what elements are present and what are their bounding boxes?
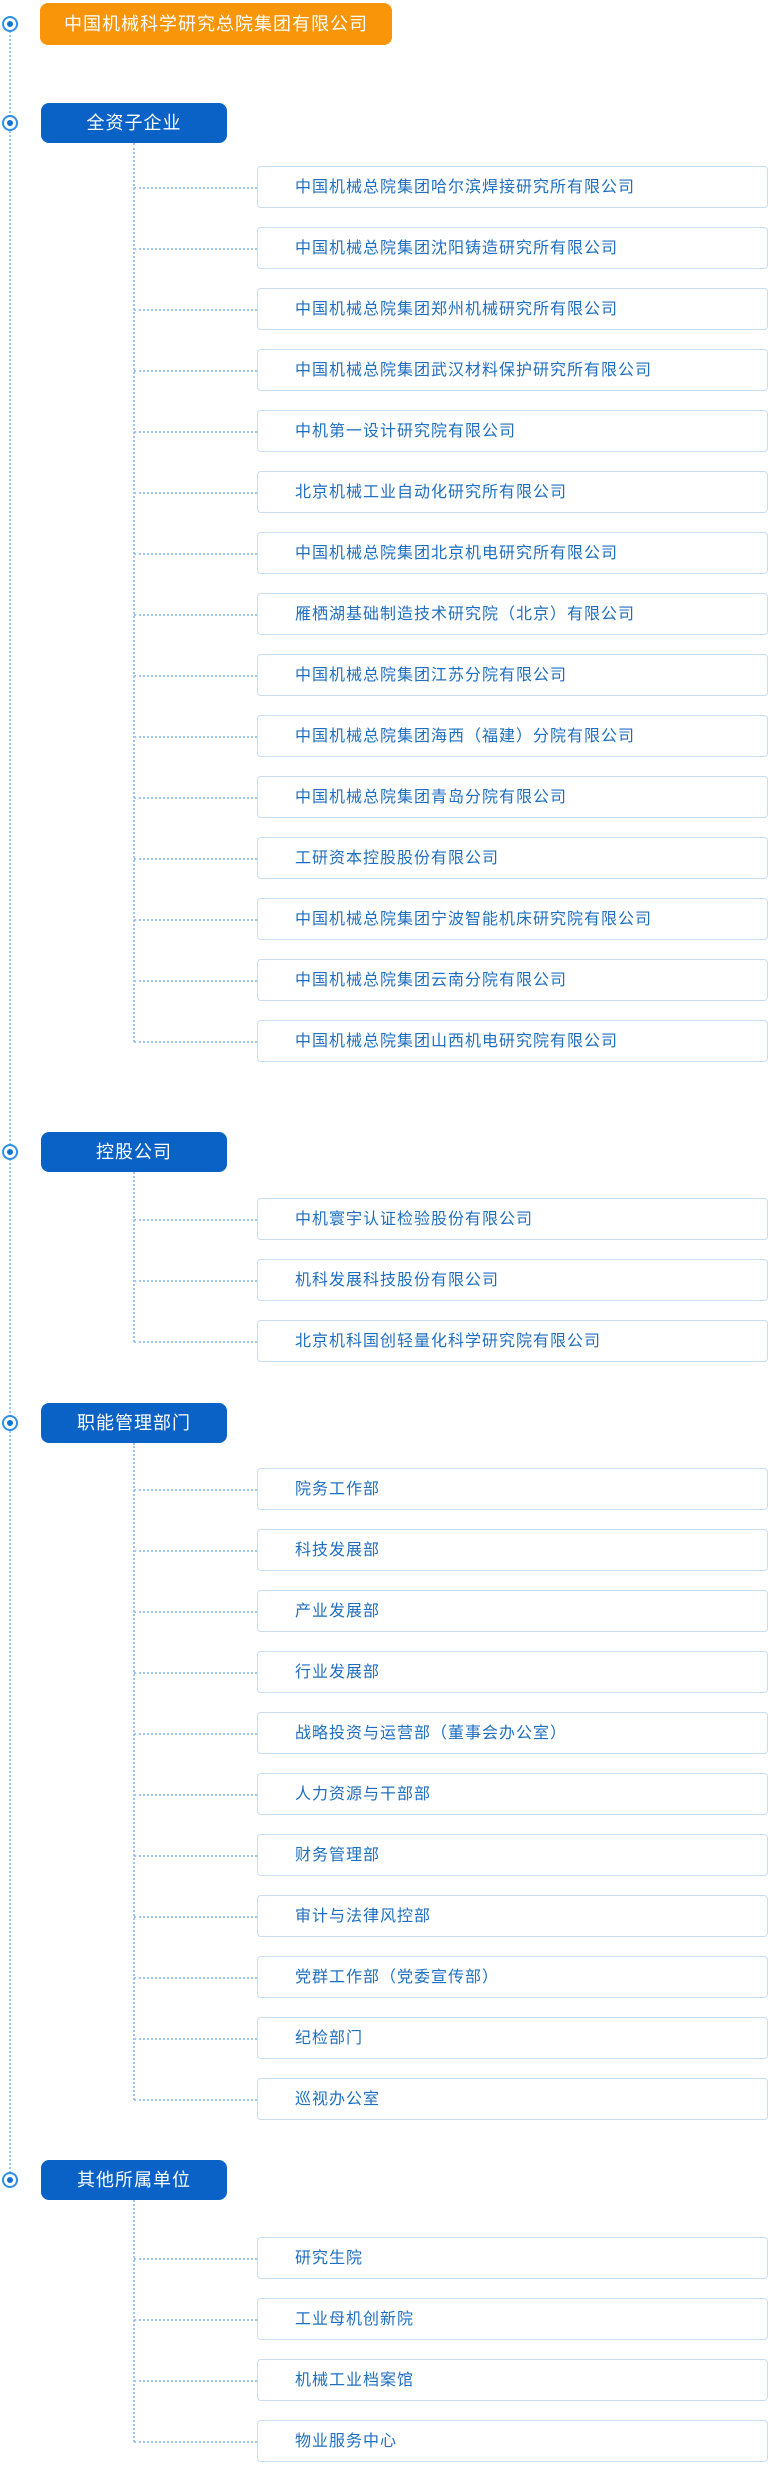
org-item-other-affiliated-units-3: 物业服务中心	[257, 2420, 768, 2462]
root-org-node: 中国机械科学研究总院集团有限公司	[40, 3, 392, 45]
org-item-other-affiliated-units-0: 研究生院	[257, 2237, 768, 2279]
branch-horizontal-connector	[134, 1794, 257, 1796]
org-item-functional-departments-2: 产业发展部	[257, 1590, 768, 1632]
branch-vertical-connector	[133, 2200, 135, 2442]
branch-vertical-connector	[133, 143, 135, 1042]
org-item-wholly-owned-subsidiaries-0: 中国机械总院集团哈尔滨焊接研究所有限公司	[257, 166, 768, 208]
section-bullet-icon	[2, 2172, 18, 2188]
branch-horizontal-connector	[134, 1855, 257, 1857]
branch-horizontal-connector	[134, 370, 257, 372]
branch-horizontal-connector	[134, 675, 257, 677]
branch-horizontal-connector	[134, 858, 257, 860]
org-item-holding-companies-1: 机科发展科技股份有限公司	[257, 1259, 768, 1301]
branch-horizontal-connector	[134, 1219, 257, 1221]
section-bullet-icon	[2, 1415, 18, 1431]
org-item-functional-departments-4: 战略投资与运营部（董事会办公室）	[257, 1712, 768, 1754]
org-item-functional-departments-9: 纪检部门	[257, 2017, 768, 2059]
branch-horizontal-connector	[134, 2319, 257, 2321]
branch-horizontal-connector	[134, 1041, 257, 1043]
section-header-functional-departments: 职能管理部门	[41, 1403, 227, 1443]
org-item-wholly-owned-subsidiaries-8: 中国机械总院集团江苏分院有限公司	[257, 654, 768, 696]
branch-horizontal-connector	[134, 797, 257, 799]
branch-horizontal-connector	[134, 2099, 257, 2101]
org-item-wholly-owned-subsidiaries-7: 雁栖湖基础制造技术研究院（北京）有限公司	[257, 593, 768, 635]
branch-horizontal-connector	[134, 492, 257, 494]
section-header-other-affiliated-units: 其他所属单位	[41, 2160, 227, 2200]
branch-vertical-connector	[133, 1172, 135, 1342]
org-item-wholly-owned-subsidiaries-10: 中国机械总院集团青岛分院有限公司	[257, 776, 768, 818]
branch-horizontal-connector	[134, 553, 257, 555]
org-item-wholly-owned-subsidiaries-9: 中国机械总院集团海西（福建）分院有限公司	[257, 715, 768, 757]
branch-horizontal-connector	[134, 187, 257, 189]
branch-horizontal-connector	[134, 736, 257, 738]
org-item-wholly-owned-subsidiaries-4: 中机第一设计研究院有限公司	[257, 410, 768, 452]
branch-horizontal-connector	[134, 1611, 257, 1613]
branch-horizontal-connector	[134, 1550, 257, 1552]
branch-horizontal-connector	[134, 1672, 257, 1674]
branch-horizontal-connector	[134, 980, 257, 982]
branch-horizontal-connector	[134, 2038, 257, 2040]
org-item-wholly-owned-subsidiaries-14: 中国机械总院集团山西机电研究院有限公司	[257, 1020, 768, 1062]
branch-horizontal-connector	[134, 1977, 257, 1979]
section-header-wholly-owned-subsidiaries: 全资子企业	[41, 103, 227, 143]
branch-horizontal-connector	[134, 1341, 257, 1343]
org-item-wholly-owned-subsidiaries-2: 中国机械总院集团郑州机械研究所有限公司	[257, 288, 768, 330]
section-bullet-icon	[2, 1144, 18, 1160]
org-item-holding-companies-0: 中机寰宇认证检验股份有限公司	[257, 1198, 768, 1240]
org-item-functional-departments-3: 行业发展部	[257, 1651, 768, 1693]
root-node-bullet-icon	[2, 16, 18, 32]
org-item-wholly-owned-subsidiaries-13: 中国机械总院集团云南分院有限公司	[257, 959, 768, 1001]
branch-horizontal-connector	[134, 1916, 257, 1918]
org-item-wholly-owned-subsidiaries-6: 中国机械总院集团北京机电研究所有限公司	[257, 532, 768, 574]
org-item-wholly-owned-subsidiaries-3: 中国机械总院集团武汉材料保护研究所有限公司	[257, 349, 768, 391]
branch-horizontal-connector	[134, 1280, 257, 1282]
org-item-functional-departments-0: 院务工作部	[257, 1468, 768, 1510]
org-item-other-affiliated-units-1: 工业母机创新院	[257, 2298, 768, 2340]
branch-horizontal-connector	[134, 614, 257, 616]
branch-horizontal-connector	[134, 1489, 257, 1491]
branch-horizontal-connector	[134, 431, 257, 433]
org-item-other-affiliated-units-2: 机械工业档案馆	[257, 2359, 768, 2401]
org-item-wholly-owned-subsidiaries-12: 中国机械总院集团宁波智能机床研究院有限公司	[257, 898, 768, 940]
branch-horizontal-connector	[134, 248, 257, 250]
branch-horizontal-connector	[134, 309, 257, 311]
org-item-wholly-owned-subsidiaries-5: 北京机械工业自动化研究所有限公司	[257, 471, 768, 513]
branch-vertical-connector	[133, 1443, 135, 2100]
org-item-functional-departments-5: 人力资源与干部部	[257, 1773, 768, 1815]
branch-horizontal-connector	[134, 2441, 257, 2443]
org-item-functional-departments-6: 财务管理部	[257, 1834, 768, 1876]
branch-horizontal-connector	[134, 2258, 257, 2260]
branch-horizontal-connector	[134, 919, 257, 921]
tree-spine-connector	[9, 24, 11, 2180]
section-header-holding-companies: 控股公司	[41, 1132, 227, 1172]
org-item-functional-departments-7: 审计与法律风控部	[257, 1895, 768, 1937]
org-item-wholly-owned-subsidiaries-1: 中国机械总院集团沈阳铸造研究所有限公司	[257, 227, 768, 269]
branch-horizontal-connector	[134, 1733, 257, 1735]
org-item-holding-companies-2: 北京机科国创轻量化科学研究院有限公司	[257, 1320, 768, 1362]
org-item-functional-departments-10: 巡视办公室	[257, 2078, 768, 2120]
branch-horizontal-connector	[134, 2380, 257, 2382]
org-item-functional-departments-8: 党群工作部（党委宣传部）	[257, 1956, 768, 1998]
org-item-functional-departments-1: 科技发展部	[257, 1529, 768, 1571]
org-item-wholly-owned-subsidiaries-11: 工研资本控股股份有限公司	[257, 837, 768, 879]
section-bullet-icon	[2, 115, 18, 131]
